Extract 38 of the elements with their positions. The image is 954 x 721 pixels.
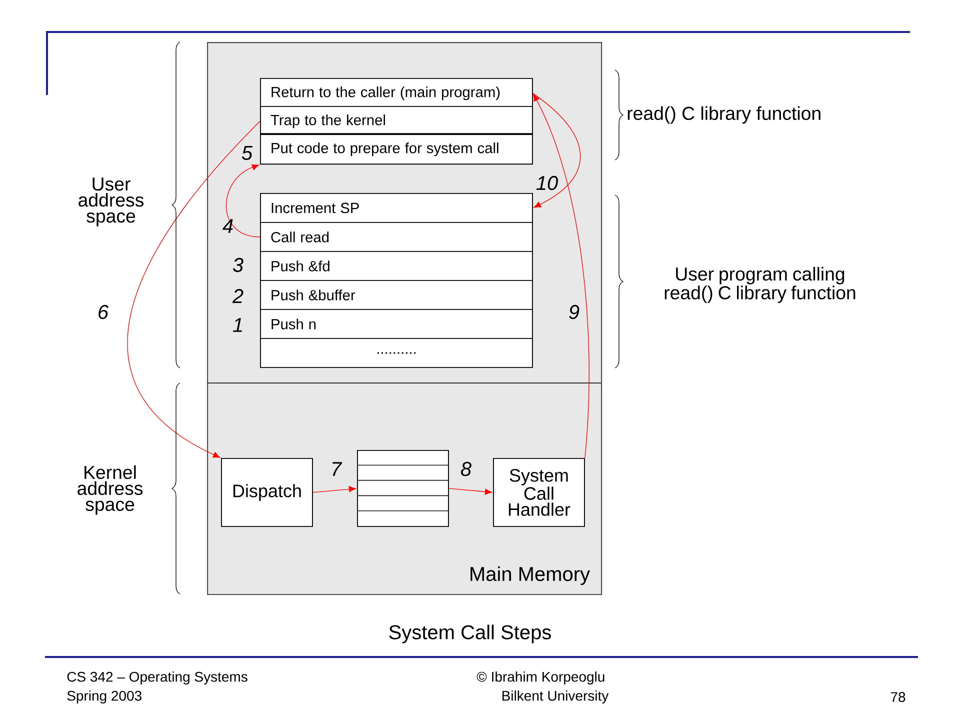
slide-title: System Call Steps [389,624,551,644]
arrow [448,488,492,495]
step-number: 10 [536,176,558,190]
stack-row: Put code to prepare for system call [260,134,533,165]
process-box: Dispatch [221,458,313,527]
step-number: 3 [232,258,244,272]
stack-row: Trap to the kernel [260,106,533,137]
stack-row: Push &buffer [260,280,533,310]
step-number: 7 [332,462,342,476]
text-label: Kernel address space [78,465,143,515]
step-number: 1 [232,318,242,332]
stack-row: Return to the caller (main program) [260,78,533,109]
stack-row: Call read [260,222,533,252]
step-number: 5 [242,146,253,160]
arrow [532,92,581,208]
page-number: 78 [890,692,906,702]
arrow [128,120,260,458]
arrow [226,164,260,238]
process-box: System Call Handler [493,458,585,527]
arrow [312,486,356,493]
text-label: read() C library function [628,106,820,124]
footer-text: © Ibrahim Korpeoglu [476,671,604,685]
step-number: 8 [460,462,472,476]
text-label: User program calling read() C library function [664,266,856,304]
text-label: User address space [78,178,144,226]
footer-text: Bilkent University [502,690,609,704]
step-number: 9 [569,304,580,320]
stack-row: Increment SP [260,193,533,223]
step-number: 4 [222,219,233,233]
footer-text: Spring 2003 [67,690,142,704]
stack-row: Push n [260,309,533,339]
arrow [533,94,590,458]
footer-text: CS 342 – Operating Systems [67,671,248,685]
stack-row: .......... [260,338,533,368]
stack-row: Push &fd [260,251,533,281]
step-number: 2 [232,289,244,303]
step-number: 6 [98,304,109,320]
table-drawing [356,450,449,527]
